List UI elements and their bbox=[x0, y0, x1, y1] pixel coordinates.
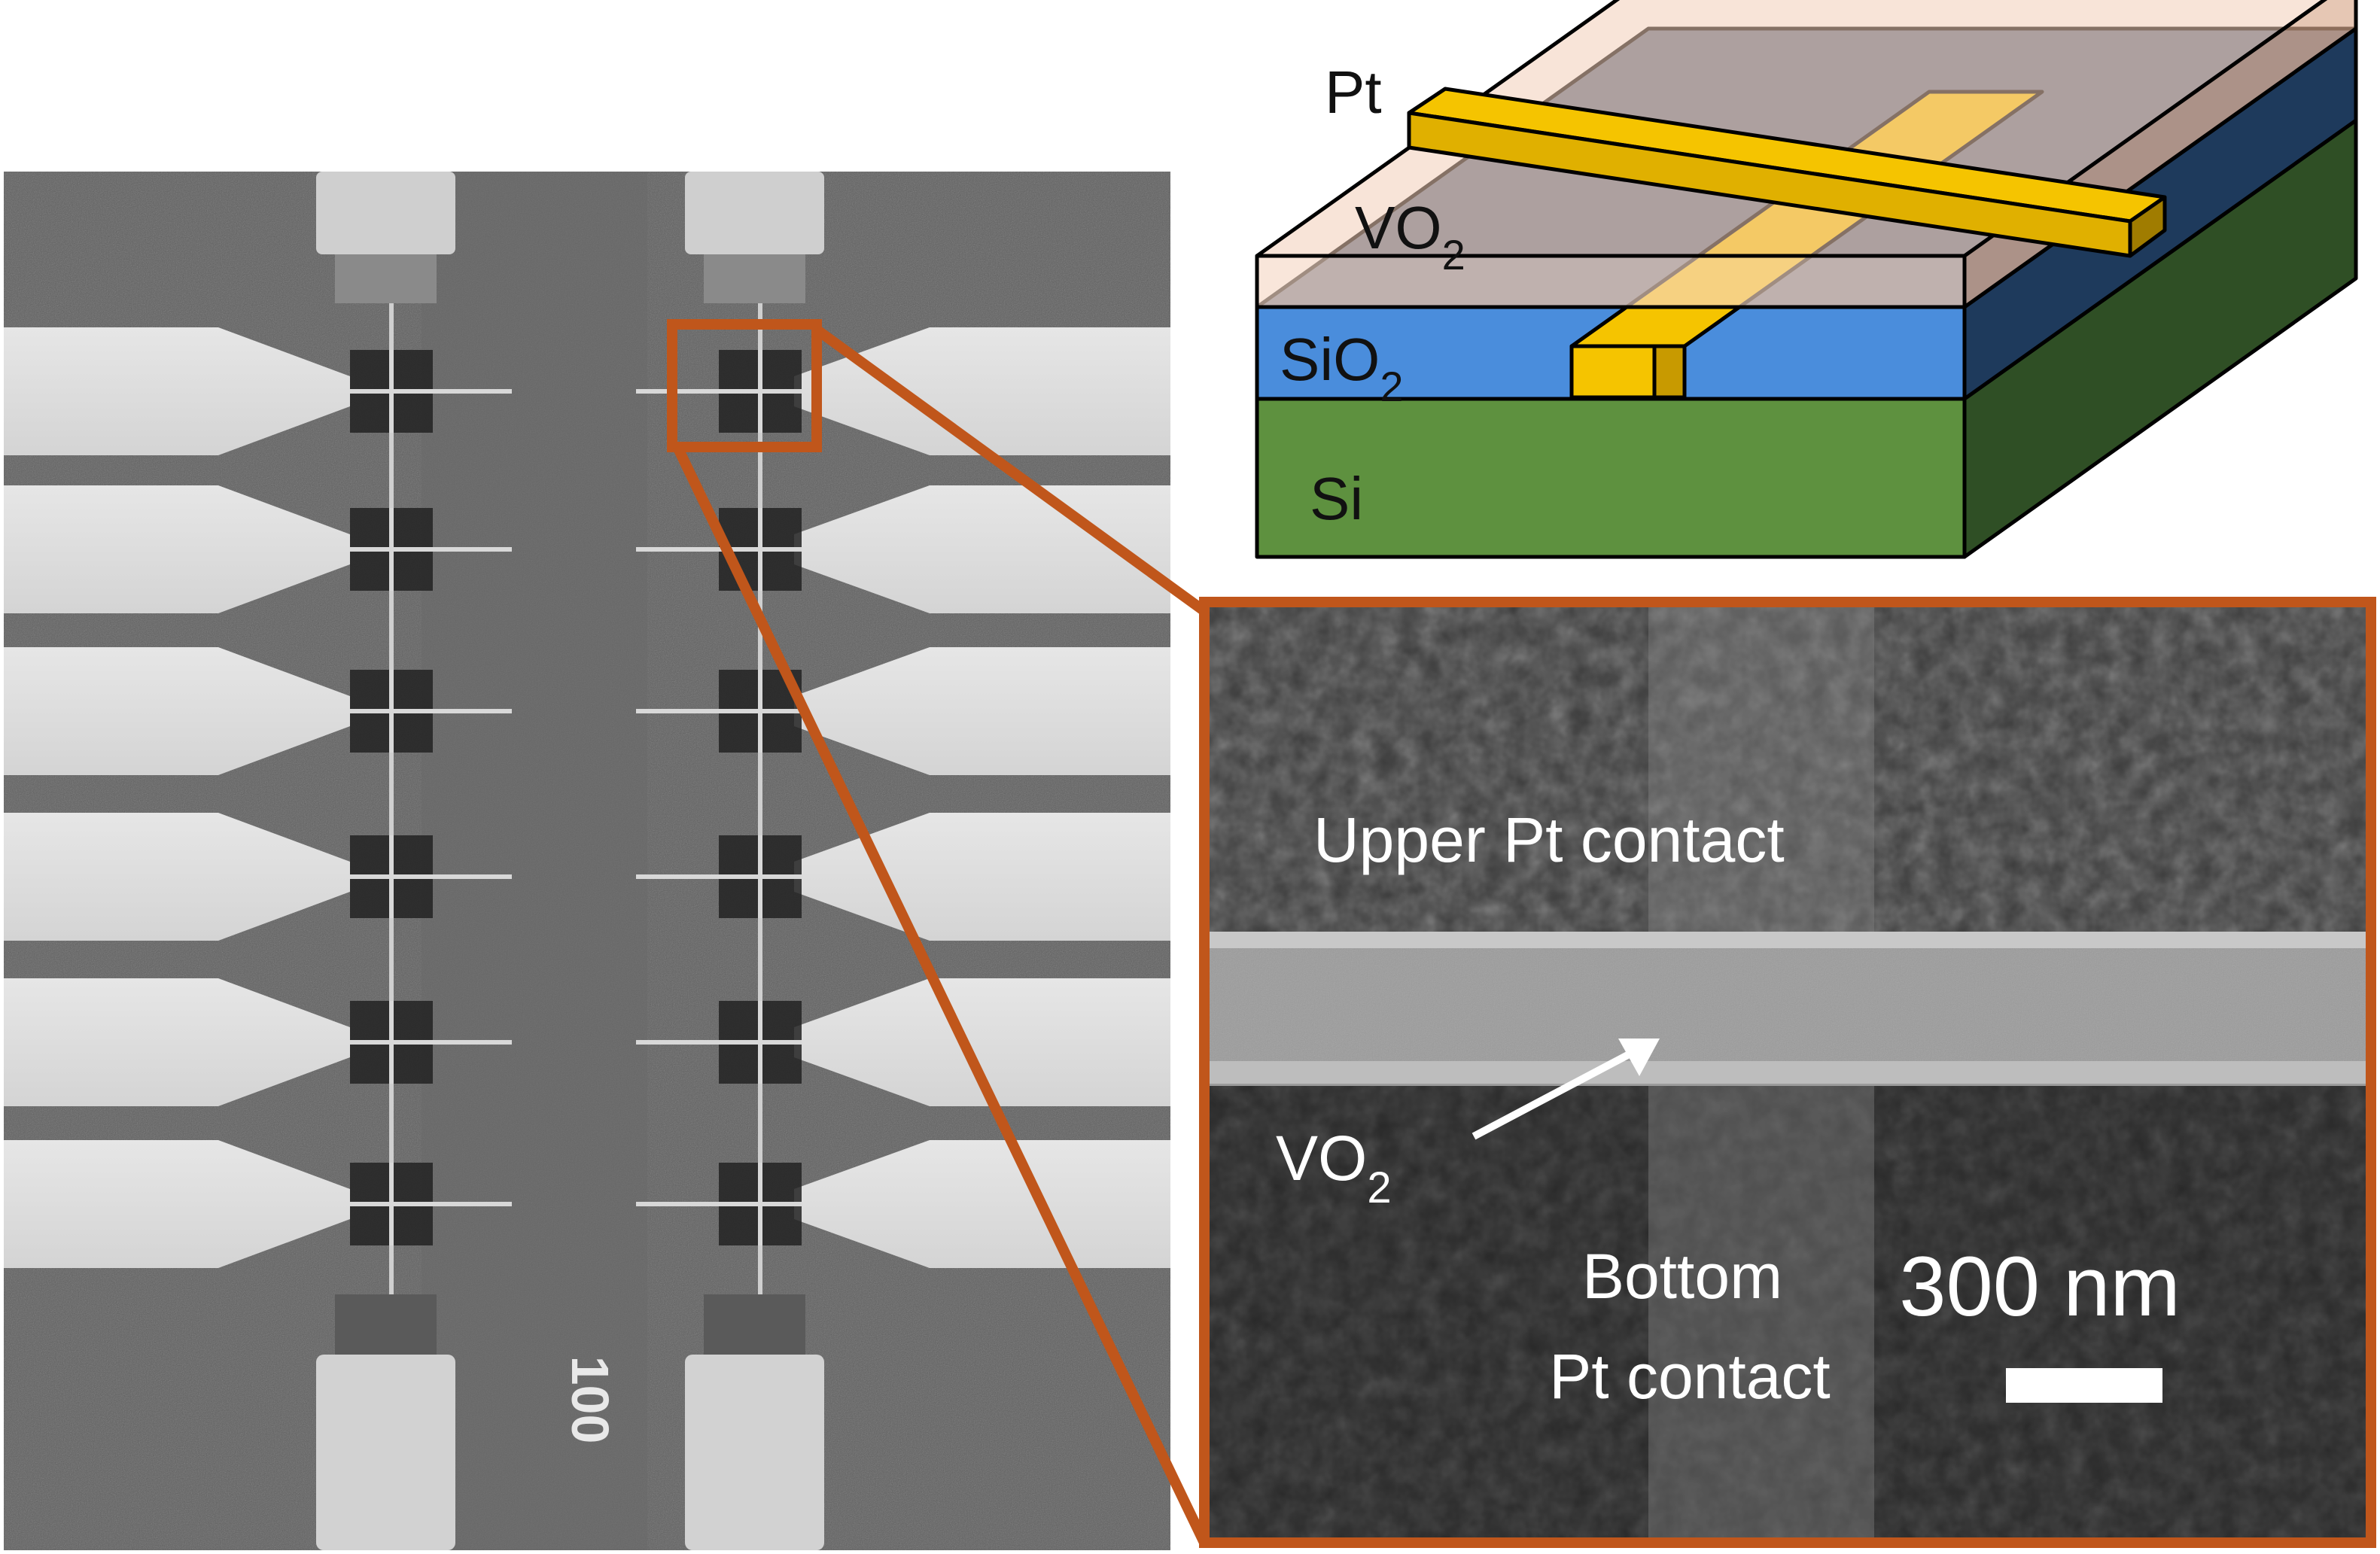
bottom-pad-neck-0 bbox=[335, 1294, 437, 1355]
junction-vwire-5-0 bbox=[389, 1163, 394, 1245]
vertical-line-0 bbox=[389, 301, 394, 1294]
junction-vwire-0-0 bbox=[389, 350, 394, 433]
vo2-arrow-head bbox=[1618, 1039, 1660, 1076]
sem-device-array bbox=[4, 172, 1170, 1550]
right-electrode-2 bbox=[794, 647, 1170, 775]
junction-vwire-4-1 bbox=[758, 1001, 762, 1084]
left-electrode-5 bbox=[4, 1140, 350, 1268]
sem-inset: Upper Pt contact VO2 Bottom Pt contact 3… bbox=[1199, 597, 2376, 1548]
right-wire-2 bbox=[636, 709, 794, 713]
upper-contact-texture bbox=[1204, 948, 2371, 1061]
vo2-base: VO bbox=[1355, 194, 1442, 261]
right-wire-4 bbox=[636, 1040, 794, 1045]
junction-vwire-3-0 bbox=[389, 835, 394, 918]
left-electrode-0 bbox=[4, 327, 350, 455]
scale-bar bbox=[2006, 1368, 2162, 1403]
inset-frame bbox=[1199, 597, 2376, 1548]
junction-vwire-2-0 bbox=[389, 670, 394, 753]
top-pt-side bbox=[2128, 195, 2167, 258]
inset-lower-dark bbox=[1204, 1084, 2371, 1543]
junction-vwire-2-1 bbox=[758, 670, 762, 753]
highlight-box bbox=[667, 319, 822, 452]
right-wire-0 bbox=[636, 389, 794, 394]
bottom-contact-label-line1: Bottom bbox=[1582, 1241, 1782, 1312]
junction-vwire-3-1 bbox=[758, 835, 762, 918]
vo2-label: VO2 bbox=[1355, 194, 1465, 278]
zoom-line-top bbox=[813, 325, 1208, 616]
vo2-front bbox=[1255, 254, 1967, 309]
junction-vwire-4-0 bbox=[389, 1001, 394, 1084]
left-electrode-2 bbox=[4, 647, 350, 775]
right-wire-5 bbox=[636, 1202, 794, 1206]
upper-contact-label: Upper Pt contact bbox=[1313, 804, 1785, 875]
bottom-pt-side bbox=[1652, 344, 1687, 400]
sio2-label: SiO2 bbox=[1280, 326, 1404, 410]
top-pad-neck-1 bbox=[704, 254, 805, 303]
si-label: Si bbox=[1310, 465, 1363, 532]
inset-vo2-sub: 2 bbox=[1367, 1163, 1391, 1212]
left-electrode-3 bbox=[4, 813, 350, 941]
right-electrode-0 bbox=[794, 327, 1170, 455]
junction-vwire-5-1 bbox=[758, 1163, 762, 1245]
bottom-contact-label-line2: Pt contact bbox=[1549, 1341, 1831, 1412]
right-electrode-5 bbox=[794, 1140, 1170, 1268]
right-electrode-3 bbox=[794, 813, 1170, 941]
right-electrode-4 bbox=[794, 978, 1170, 1106]
vo2-arrow-shaft bbox=[1472, 1048, 1636, 1140]
sem-overview: 100 bbox=[4, 172, 1170, 1550]
top-pad-1 bbox=[685, 172, 824, 254]
vo2-sub: 2 bbox=[1442, 231, 1465, 278]
vo2-layer-line bbox=[1204, 1061, 2371, 1084]
junction-vwire-0-1 bbox=[758, 350, 762, 433]
left-electrode-4 bbox=[4, 978, 350, 1106]
right-wire-1 bbox=[636, 547, 794, 552]
layer-stack-diagram bbox=[1255, 0, 2358, 559]
vertical-line-1 bbox=[758, 301, 762, 1294]
scale-bar-label: 300 nm bbox=[1899, 1239, 2181, 1334]
pt-label: Pt bbox=[1325, 59, 1382, 126]
upper-contact-edge bbox=[1204, 932, 2371, 948]
bottom-pad-0 bbox=[316, 1355, 455, 1550]
inset-vo2-label: VO2 bbox=[1276, 1123, 1392, 1212]
bottom-pad-1 bbox=[685, 1355, 824, 1550]
right-wire-3 bbox=[636, 874, 794, 879]
zoom-line-bottom bbox=[672, 444, 1210, 1546]
top-pad-0 bbox=[316, 172, 455, 254]
sio2-base: SiO bbox=[1280, 326, 1380, 393]
junction-vwire-1-1 bbox=[758, 508, 762, 591]
bottom-pad-neck-1 bbox=[704, 1294, 805, 1355]
chip-mark: 100 bbox=[561, 1356, 619, 1444]
sio2-sub: 2 bbox=[1380, 363, 1403, 410]
bottom-pt-front bbox=[1569, 344, 1657, 400]
inset-vo2-base: VO bbox=[1276, 1123, 1367, 1194]
left-electrode-1 bbox=[4, 485, 350, 613]
sem-center-band bbox=[422, 172, 647, 1550]
junction-vwire-1-0 bbox=[389, 508, 394, 591]
top-pad-neck-0 bbox=[335, 254, 437, 303]
